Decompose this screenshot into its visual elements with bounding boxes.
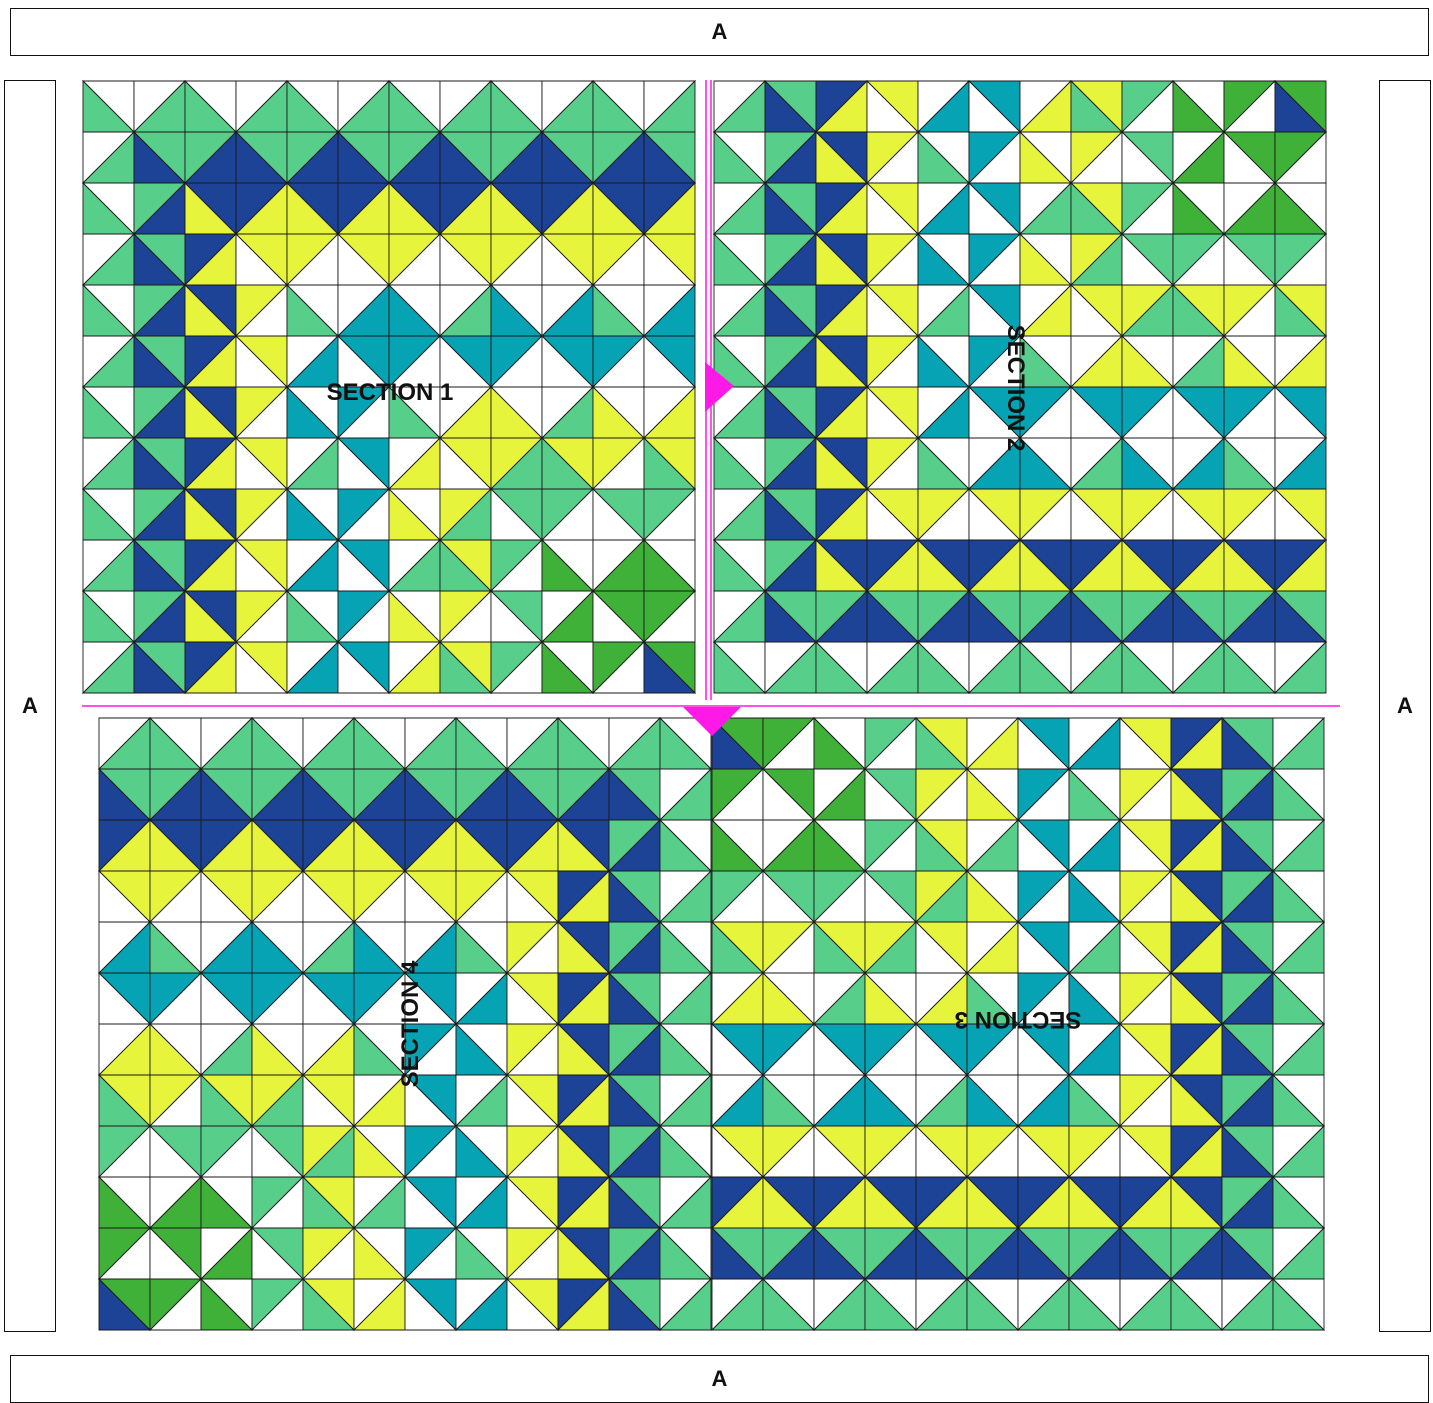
- section-4-label: SECTION 4: [397, 960, 424, 1087]
- section-3-label: SECTION 3: [955, 1006, 1082, 1033]
- section-2-label: SECTION 2: [1002, 325, 1029, 452]
- section-1-label: SECTION 1: [327, 379, 454, 406]
